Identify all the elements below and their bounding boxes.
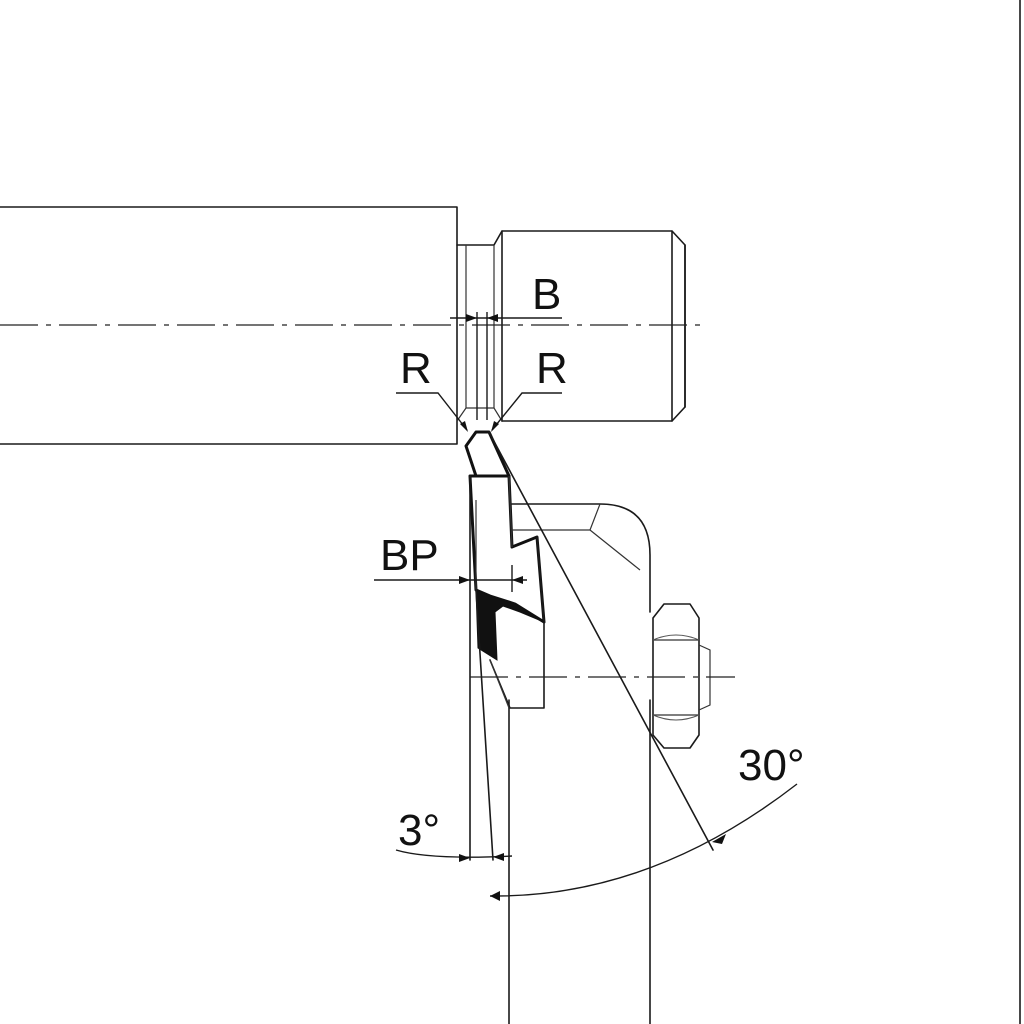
angle-3-dimension	[395, 849, 513, 862]
tool-clamp	[489, 503, 651, 709]
workpiece-bar	[0, 206, 458, 445]
blade-section-solid	[475, 589, 545, 661]
hex-nut	[652, 603, 711, 749]
label-30-degrees: 30°	[738, 741, 805, 790]
dimension-bp	[374, 565, 527, 592]
dimension-b	[450, 312, 562, 420]
blade-holder	[469, 475, 651, 1024]
radius-leaders	[396, 392, 562, 432]
label-b: B	[532, 270, 561, 319]
angle-30-dimension	[488, 431, 798, 901]
label-bp: BP	[380, 531, 439, 580]
label-3-degrees: 3°	[398, 806, 440, 855]
label-r-right: R	[536, 344, 568, 393]
label-r-left: R	[400, 344, 432, 393]
workpiece-shaft	[456, 230, 686, 422]
